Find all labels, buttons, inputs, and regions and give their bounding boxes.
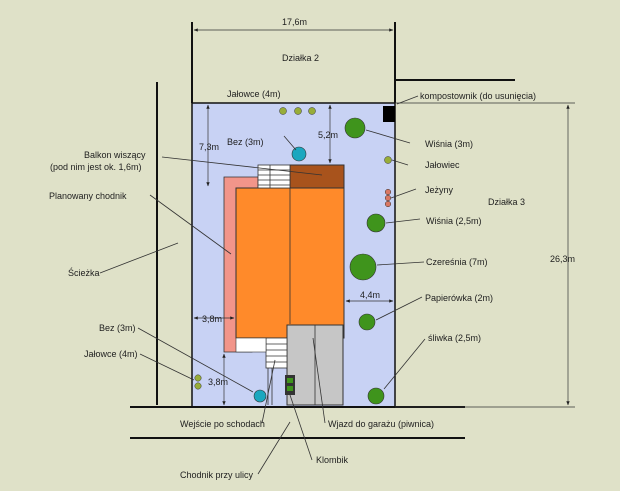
juniper-single bbox=[384, 156, 392, 164]
label-dim-26-3: 26,3m bbox=[550, 254, 575, 264]
plum-tree bbox=[367, 387, 385, 405]
label-dzialka3: Działka 3 bbox=[488, 197, 525, 207]
apple-tree bbox=[358, 313, 376, 331]
blackberries bbox=[384, 188, 392, 208]
label-wejscie: Wejście po schodach bbox=[180, 419, 265, 429]
label-dim-4-4: 4,4m bbox=[360, 290, 380, 300]
lilac-bottom bbox=[253, 389, 267, 403]
cherry-3m bbox=[344, 117, 366, 139]
label-kompostownik: kompostownik (do usunięcia) bbox=[420, 91, 536, 101]
label-dim-3-8-a: 3,8m bbox=[202, 314, 222, 324]
label-dim-5-2: 5,2m bbox=[318, 130, 338, 140]
label-planowany-chodnik: Planowany chodnik bbox=[49, 191, 127, 201]
label-wisnia-2-5: Wiśnia (2,5m) bbox=[426, 216, 482, 226]
junipers-bottom bbox=[194, 374, 202, 390]
label-czeresnia: Czereśnia (7m) bbox=[426, 257, 488, 267]
label-bez-bottom: Bez (3m) bbox=[99, 323, 136, 333]
lilac-top bbox=[291, 146, 307, 162]
label-dim-3-8-b: 3,8m bbox=[208, 377, 228, 387]
label-jalowiec: Jałowiec bbox=[425, 160, 460, 170]
label-wjazd: Wjazd do garażu (piwnica) bbox=[328, 419, 434, 429]
label-balkon-line2: (pod nim jest ok. 1,6m) bbox=[50, 162, 142, 172]
label-width-top: 17,6m bbox=[282, 17, 307, 27]
label-sciezka: Ścieżka bbox=[68, 267, 100, 278]
label-wisnia-3: Wiśnia (3m) bbox=[425, 139, 473, 149]
label-balkon-line1: Balkon wiszący bbox=[84, 150, 146, 160]
label-klombik: Klombik bbox=[316, 455, 349, 465]
entry-stairs bbox=[235, 337, 288, 369]
label-dim-7-3: 7,3m bbox=[199, 142, 219, 152]
balcony bbox=[289, 164, 345, 189]
label-bez-top: Bez (3m) bbox=[227, 137, 264, 147]
leader-lines bbox=[99, 95, 426, 475]
label-jezyny: Jeżyny bbox=[425, 185, 454, 195]
sweet-cherry bbox=[349, 253, 377, 281]
label-papierowka: Papierówka (2m) bbox=[425, 293, 493, 303]
cherry-2-5m bbox=[366, 213, 386, 233]
label-chodnik-ulica: Chodnik przy ulicy bbox=[180, 470, 254, 480]
compost-box bbox=[383, 106, 395, 122]
label-jalowce-top: Jałowce (4m) bbox=[227, 89, 281, 99]
label-jalowce-bottom: Jałowce (4m) bbox=[84, 349, 138, 359]
junipers-top bbox=[279, 107, 316, 115]
flower-bed bbox=[285, 375, 295, 395]
label-dzialka2: Działka 2 bbox=[282, 53, 319, 63]
label-sliwka: śliwka (2,5m) bbox=[428, 333, 481, 343]
